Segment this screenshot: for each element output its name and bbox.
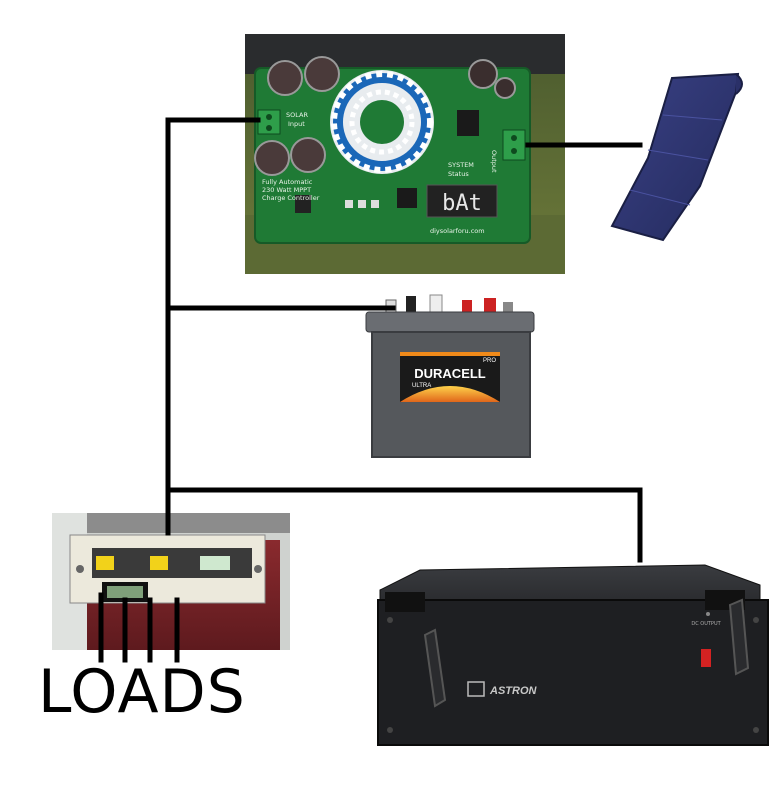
status-lcd: [426, 184, 498, 218]
load-panel-photo: [52, 513, 290, 650]
wire-power-supply: [165, 487, 643, 563]
power-switch: [701, 649, 711, 667]
battery: DURACELL ULTRA PRO: [365, 294, 535, 458]
silk-url: diysolarforu.com: [430, 227, 485, 235]
wiring: [98, 117, 643, 663]
silk-status: Status: [448, 170, 469, 178]
solar-panel: [610, 72, 743, 242]
psu-brand: ASTRON: [489, 685, 538, 697]
silk-output: Output: [490, 150, 498, 173]
battery-badge: PRO: [483, 358, 496, 364]
silk-system: SYSTEM: [448, 161, 474, 169]
charge-controller-photo: bAt SOLAR Input SYSTEM Status Output Ful…: [245, 34, 565, 274]
battery-sub: ULTRA: [412, 383, 431, 389]
battery-brand: DURACELL: [414, 366, 486, 381]
wire-controller-input: [165, 117, 261, 536]
silk-line2: 230 Watt MPPT: [262, 186, 311, 194]
silk-line1: Fully Automatic: [262, 178, 313, 186]
power-supply: DC OUTPUT ASTRON: [377, 564, 769, 746]
capacitors: [254, 56, 516, 176]
silk-solar: SOLAR: [286, 111, 308, 119]
output-terminal: [502, 129, 526, 161]
toroid-inductor: [330, 70, 434, 174]
silk-input: Input: [288, 120, 305, 128]
silk-line3: Charge Controller: [262, 194, 320, 202]
psu-panel-label: DC OUTPUT: [691, 621, 721, 627]
lcd-text: bAt: [442, 191, 482, 216]
loads-label: LOADS: [38, 657, 246, 727]
